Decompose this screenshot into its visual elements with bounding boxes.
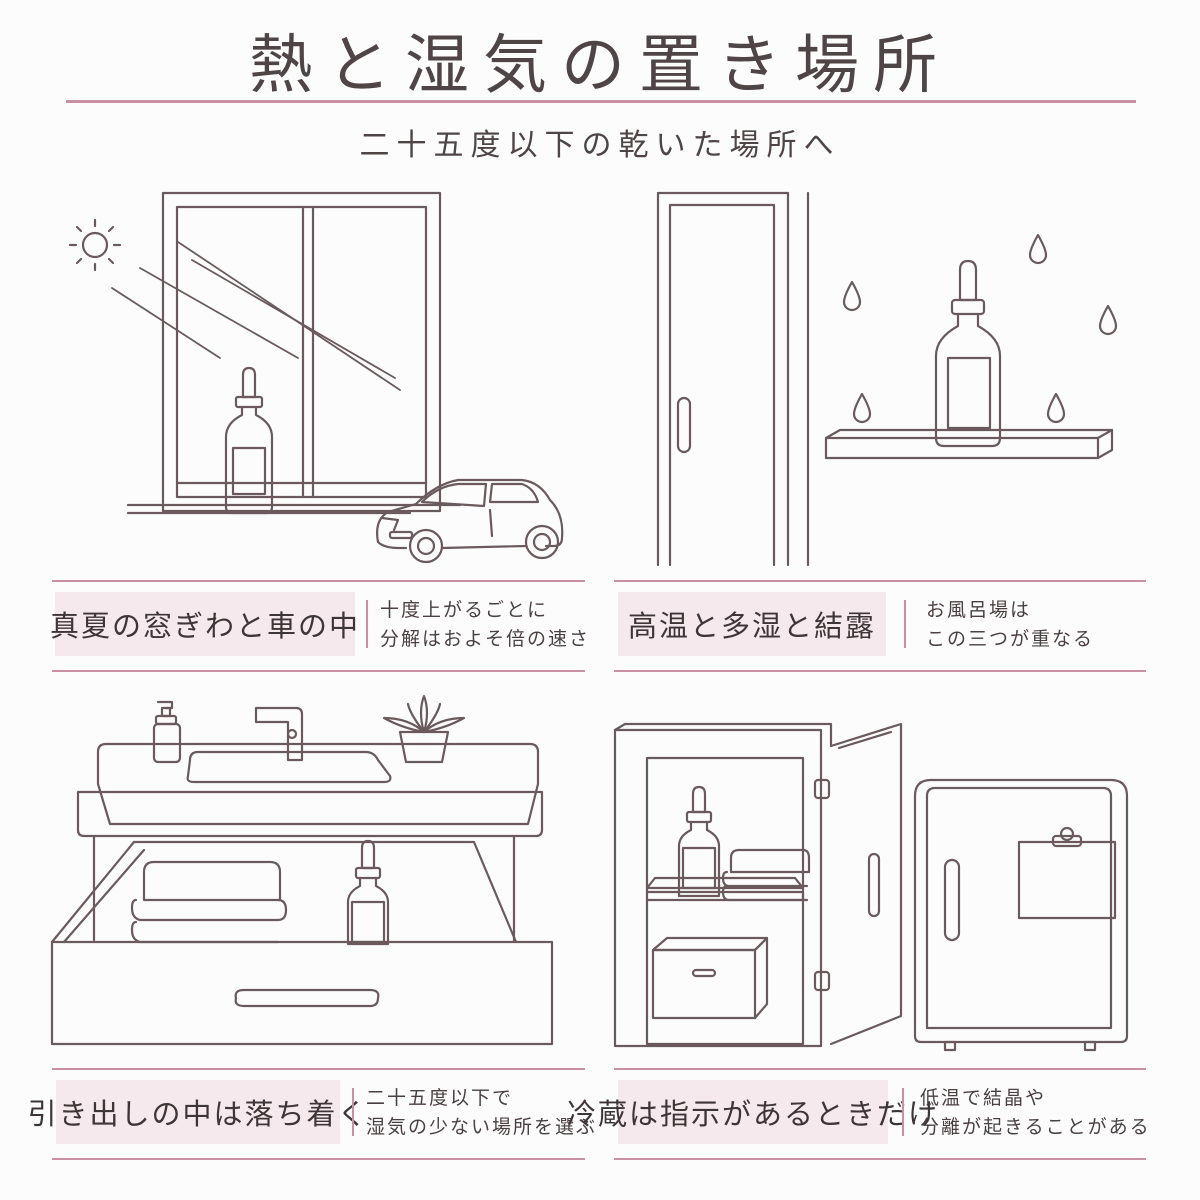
water-drop-icon xyxy=(1098,304,1118,336)
serum-bottle-icon xyxy=(224,366,274,515)
towel-icon xyxy=(721,848,811,902)
caption-note: お風呂場は この三つが重なる xyxy=(926,599,1095,650)
shelf-illustration xyxy=(824,428,1114,460)
faucet-icon xyxy=(254,706,304,762)
caption-divider xyxy=(366,600,368,648)
towel-icon xyxy=(130,860,288,944)
caption-bathroom: 高温と多湿と結露 お風呂場は この三つが重なる xyxy=(614,580,1146,672)
caption-label: 高温と多湿と結露 xyxy=(618,592,886,656)
caption-drawer: 引き出しの中は落ち着く 二十五度以下で 湿気の少ない場所を選ぶ xyxy=(28,1068,595,1160)
water-drop-icon xyxy=(852,392,872,424)
caption-label: 冷蔵は指示があるときだけ xyxy=(567,1080,937,1144)
cabinet-illustration xyxy=(613,722,903,1048)
caption-label: 引き出しの中は落ち着く xyxy=(28,1080,367,1144)
caption-note: 低温で結晶や 分離が起きることがある xyxy=(920,1087,1151,1138)
refrigerator-illustration xyxy=(913,778,1129,1052)
storage-scene-illustration xyxy=(605,710,1165,1070)
pump-bottle-icon xyxy=(152,700,182,764)
serum-bottle-icon xyxy=(346,839,390,946)
vanity-drawer-illustration xyxy=(50,840,554,1046)
serum-bottle-icon xyxy=(934,259,1002,448)
window-scene-illustration xyxy=(60,180,600,580)
title-divider xyxy=(66,100,1136,103)
caption-divider xyxy=(902,1088,904,1136)
water-drop-icon xyxy=(1046,392,1066,424)
caption-note: 二十五度以下で 湿気の少ない場所を選ぶ xyxy=(366,1087,598,1138)
window-illustration xyxy=(126,191,462,515)
water-drop-icon xyxy=(842,280,862,312)
sunlight-rays xyxy=(111,241,401,391)
car-illustration xyxy=(376,478,564,564)
caption-note: 十度上がるごとに 分解はおよそ倍の速さ xyxy=(380,599,591,650)
water-drop-icon xyxy=(1028,233,1048,265)
door-illustration xyxy=(656,191,810,567)
sun-icon xyxy=(68,218,122,272)
caption-divider xyxy=(352,1088,354,1136)
page-subtitle: 二十五度以下の乾いた場所へ xyxy=(359,128,841,163)
caption-label: 真夏の窓ぎわと車の中 xyxy=(50,592,358,656)
caption-refrigerator: 冷蔵は指示があるときだけ 低温で結晶や 分離が起きることがある xyxy=(567,1068,1149,1160)
caption-window-car: 真夏の窓ぎわと車の中 十度上がるごとに 分解はおよそ倍の速さ xyxy=(50,580,588,672)
plant-icon xyxy=(382,694,466,764)
caption-divider xyxy=(904,600,906,648)
vanity-illustration xyxy=(76,742,544,942)
storage-box-icon xyxy=(651,936,769,1020)
page-title: 熱と湿気の置き場所 xyxy=(249,29,951,103)
vanity-scene-illustration xyxy=(40,690,580,1070)
serum-bottle-icon xyxy=(677,785,721,898)
bathroom-scene-illustration xyxy=(640,180,1140,580)
